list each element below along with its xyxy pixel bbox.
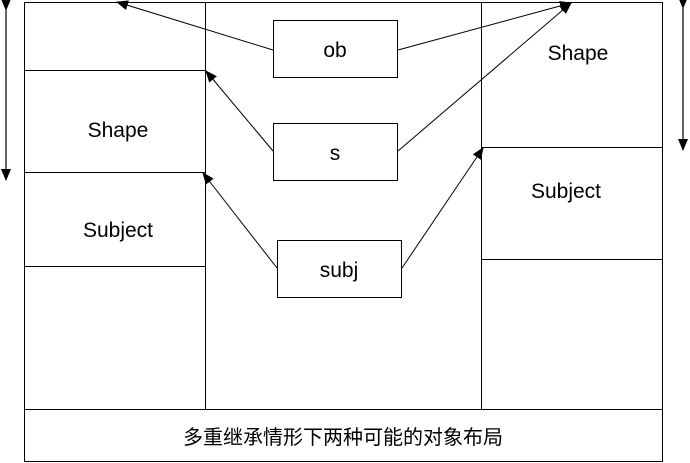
pointer-subj: subj	[277, 240, 402, 298]
pointer-ob-label: ob	[323, 39, 346, 62]
left-object-layout: Shape Subject	[24, 3, 206, 409]
right-segment-shape-label: Shape	[548, 42, 609, 65]
pointer-subj-label: subj	[320, 259, 359, 282]
pointer-s-box	[273, 123, 398, 181]
pointer-ob: ob	[273, 20, 398, 78]
outer-frame	[24, 2, 663, 462]
arrow-subj-to-left-subject	[202, 172, 278, 269]
arrow-s-to-left-shape	[205, 70, 274, 152]
right-object-layout: Shape Subject	[481, 3, 663, 409]
pointer-ob-box	[273, 20, 398, 78]
extent-indicators	[1, 0, 688, 181]
arrow-subj-to-right-subject	[401, 147, 484, 269]
left-segment-subject-label: Subject	[83, 219, 153, 242]
pointer-arrows	[116, 0, 572, 269]
pointer-subj-box	[277, 240, 402, 298]
left-segment-shape-label: Shape	[88, 119, 149, 142]
pointer-s: s	[273, 123, 398, 181]
arrow-ob-to-left-top	[116, 0, 274, 51]
right-segment-subject-label: Subject	[531, 180, 601, 203]
arrow-ob-to-right-top	[397, 1, 572, 51]
arrow-s-to-right-shape	[397, 2, 572, 152]
pointer-s-label: s	[330, 142, 341, 165]
diagram-caption: 多重继承情形下两种可能的对象布局	[183, 425, 503, 449]
